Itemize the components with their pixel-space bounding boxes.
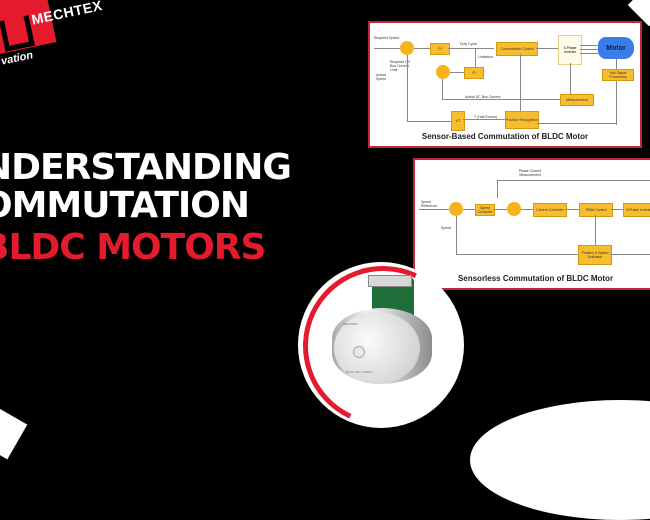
corner-decoration xyxy=(470,400,650,520)
block-current-controller: Current Controller xyxy=(533,203,567,217)
motor-shaft-icon xyxy=(353,346,365,358)
summing-junction xyxy=(400,41,414,55)
motor-logo: MECHTEX xyxy=(343,322,358,326)
diagram-title: Sensorless Commutation of BLDC Motor xyxy=(457,274,614,283)
label-required-speed: Required Speed xyxy=(374,36,400,40)
block-commutation-control: Commutation Control xyxy=(496,42,538,56)
block-position-recognition: Position Recognition xyxy=(505,111,539,129)
block-pi-1: PI xyxy=(430,43,450,55)
block-measurement: Measurement xyxy=(560,94,594,106)
headline-line-1: NDERSTANDING xyxy=(0,147,292,188)
sensorless-diagram: Phase Current Measurement Speed Referenc… xyxy=(413,158,650,290)
summing-junction xyxy=(507,202,521,216)
headline-line-2: OMMUTATION xyxy=(0,185,250,226)
motor-connector xyxy=(368,275,412,287)
block-position-speed-estimator: Position & Speed Estimator xyxy=(578,245,612,265)
block-motor: Motor xyxy=(598,37,634,59)
block-speed-controller: Speed Controller xyxy=(475,204,495,216)
block-hall-signal: Hall Signal Processing xyxy=(602,69,634,81)
block-pwm-control: PWM Control xyxy=(579,203,613,217)
summing-junction xyxy=(436,65,450,79)
block-pi-2: PI xyxy=(464,67,484,79)
headline-line-3: BLDC MOTORS xyxy=(0,227,266,268)
block-inverter: 3-Phase Inverter xyxy=(558,35,582,65)
motor-engraving: BLDC SNT-X35BC3 xyxy=(346,370,373,374)
diagram-title: Sensor-Based Commutation of BLDC Motor xyxy=(421,132,589,141)
sensor-based-diagram: Required Speed PI Duty Cycle Commutation… xyxy=(368,21,642,148)
block-inverter: 3-Phase Inverter xyxy=(623,203,650,217)
block-inverse-t: 1/T xyxy=(451,111,465,131)
motor-face xyxy=(334,312,420,384)
summing-junction xyxy=(449,202,463,216)
logo-glyph-icon xyxy=(0,15,35,52)
corner-decoration xyxy=(0,404,28,460)
